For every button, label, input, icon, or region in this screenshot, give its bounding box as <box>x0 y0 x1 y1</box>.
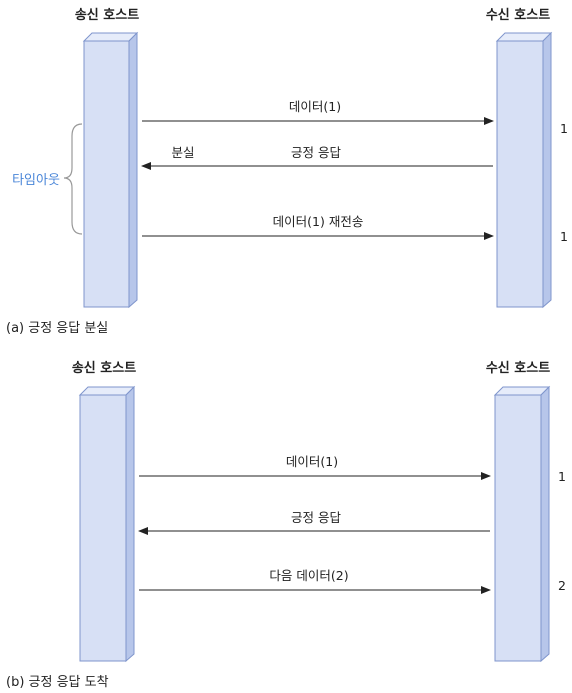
timeout-label: 타임아웃 <box>12 173 60 188</box>
message-label-ack: 긍정 응답 <box>291 510 341 525</box>
receiver-host-label: 수신 호스트 <box>486 8 550 23</box>
seq-number-retransmit: 1 <box>560 229 568 244</box>
sender-host-bar <box>82 31 139 309</box>
receiver-host-bar <box>495 31 553 309</box>
message-label-data-1: 데이터(1) <box>286 454 338 469</box>
message-label-next-data: 다음 데이터(2) <box>269 568 348 583</box>
message-label-retransmit: 데이터(1) 재전송 <box>273 214 364 229</box>
diagram-b: 송신 호스트 수신 호스트 데이터(1) 1 긍정 응답 다음 데이터(2) 2… <box>6 361 566 690</box>
message-label-ack: 긍정 응답 <box>291 145 341 160</box>
seq-number-2: 2 <box>558 578 566 593</box>
timeout-brace <box>63 123 83 235</box>
caption-a: (a) 긍정 응답 분실 <box>6 321 108 336</box>
seq-number-1: 1 <box>558 469 566 484</box>
seq-number-1: 1 <box>560 121 568 136</box>
message-label-data-1: 데이터(1) <box>289 99 341 114</box>
sender-host-label: 송신 호스트 <box>72 361 136 376</box>
caption-b: (b) 긍정 응답 도착 <box>6 675 109 690</box>
receiver-host-bar <box>493 385 551 663</box>
sender-host-bar <box>78 385 136 663</box>
diagram-a: 송신 호스트 수신 호스트 데이터(1) 1 분실 긍정 응답 타임아웃 데이터… <box>6 8 568 336</box>
sender-host-label: 송신 호스트 <box>75 8 139 23</box>
lost-label: 분실 <box>171 145 194 160</box>
receiver-host-label: 수신 호스트 <box>486 361 550 376</box>
